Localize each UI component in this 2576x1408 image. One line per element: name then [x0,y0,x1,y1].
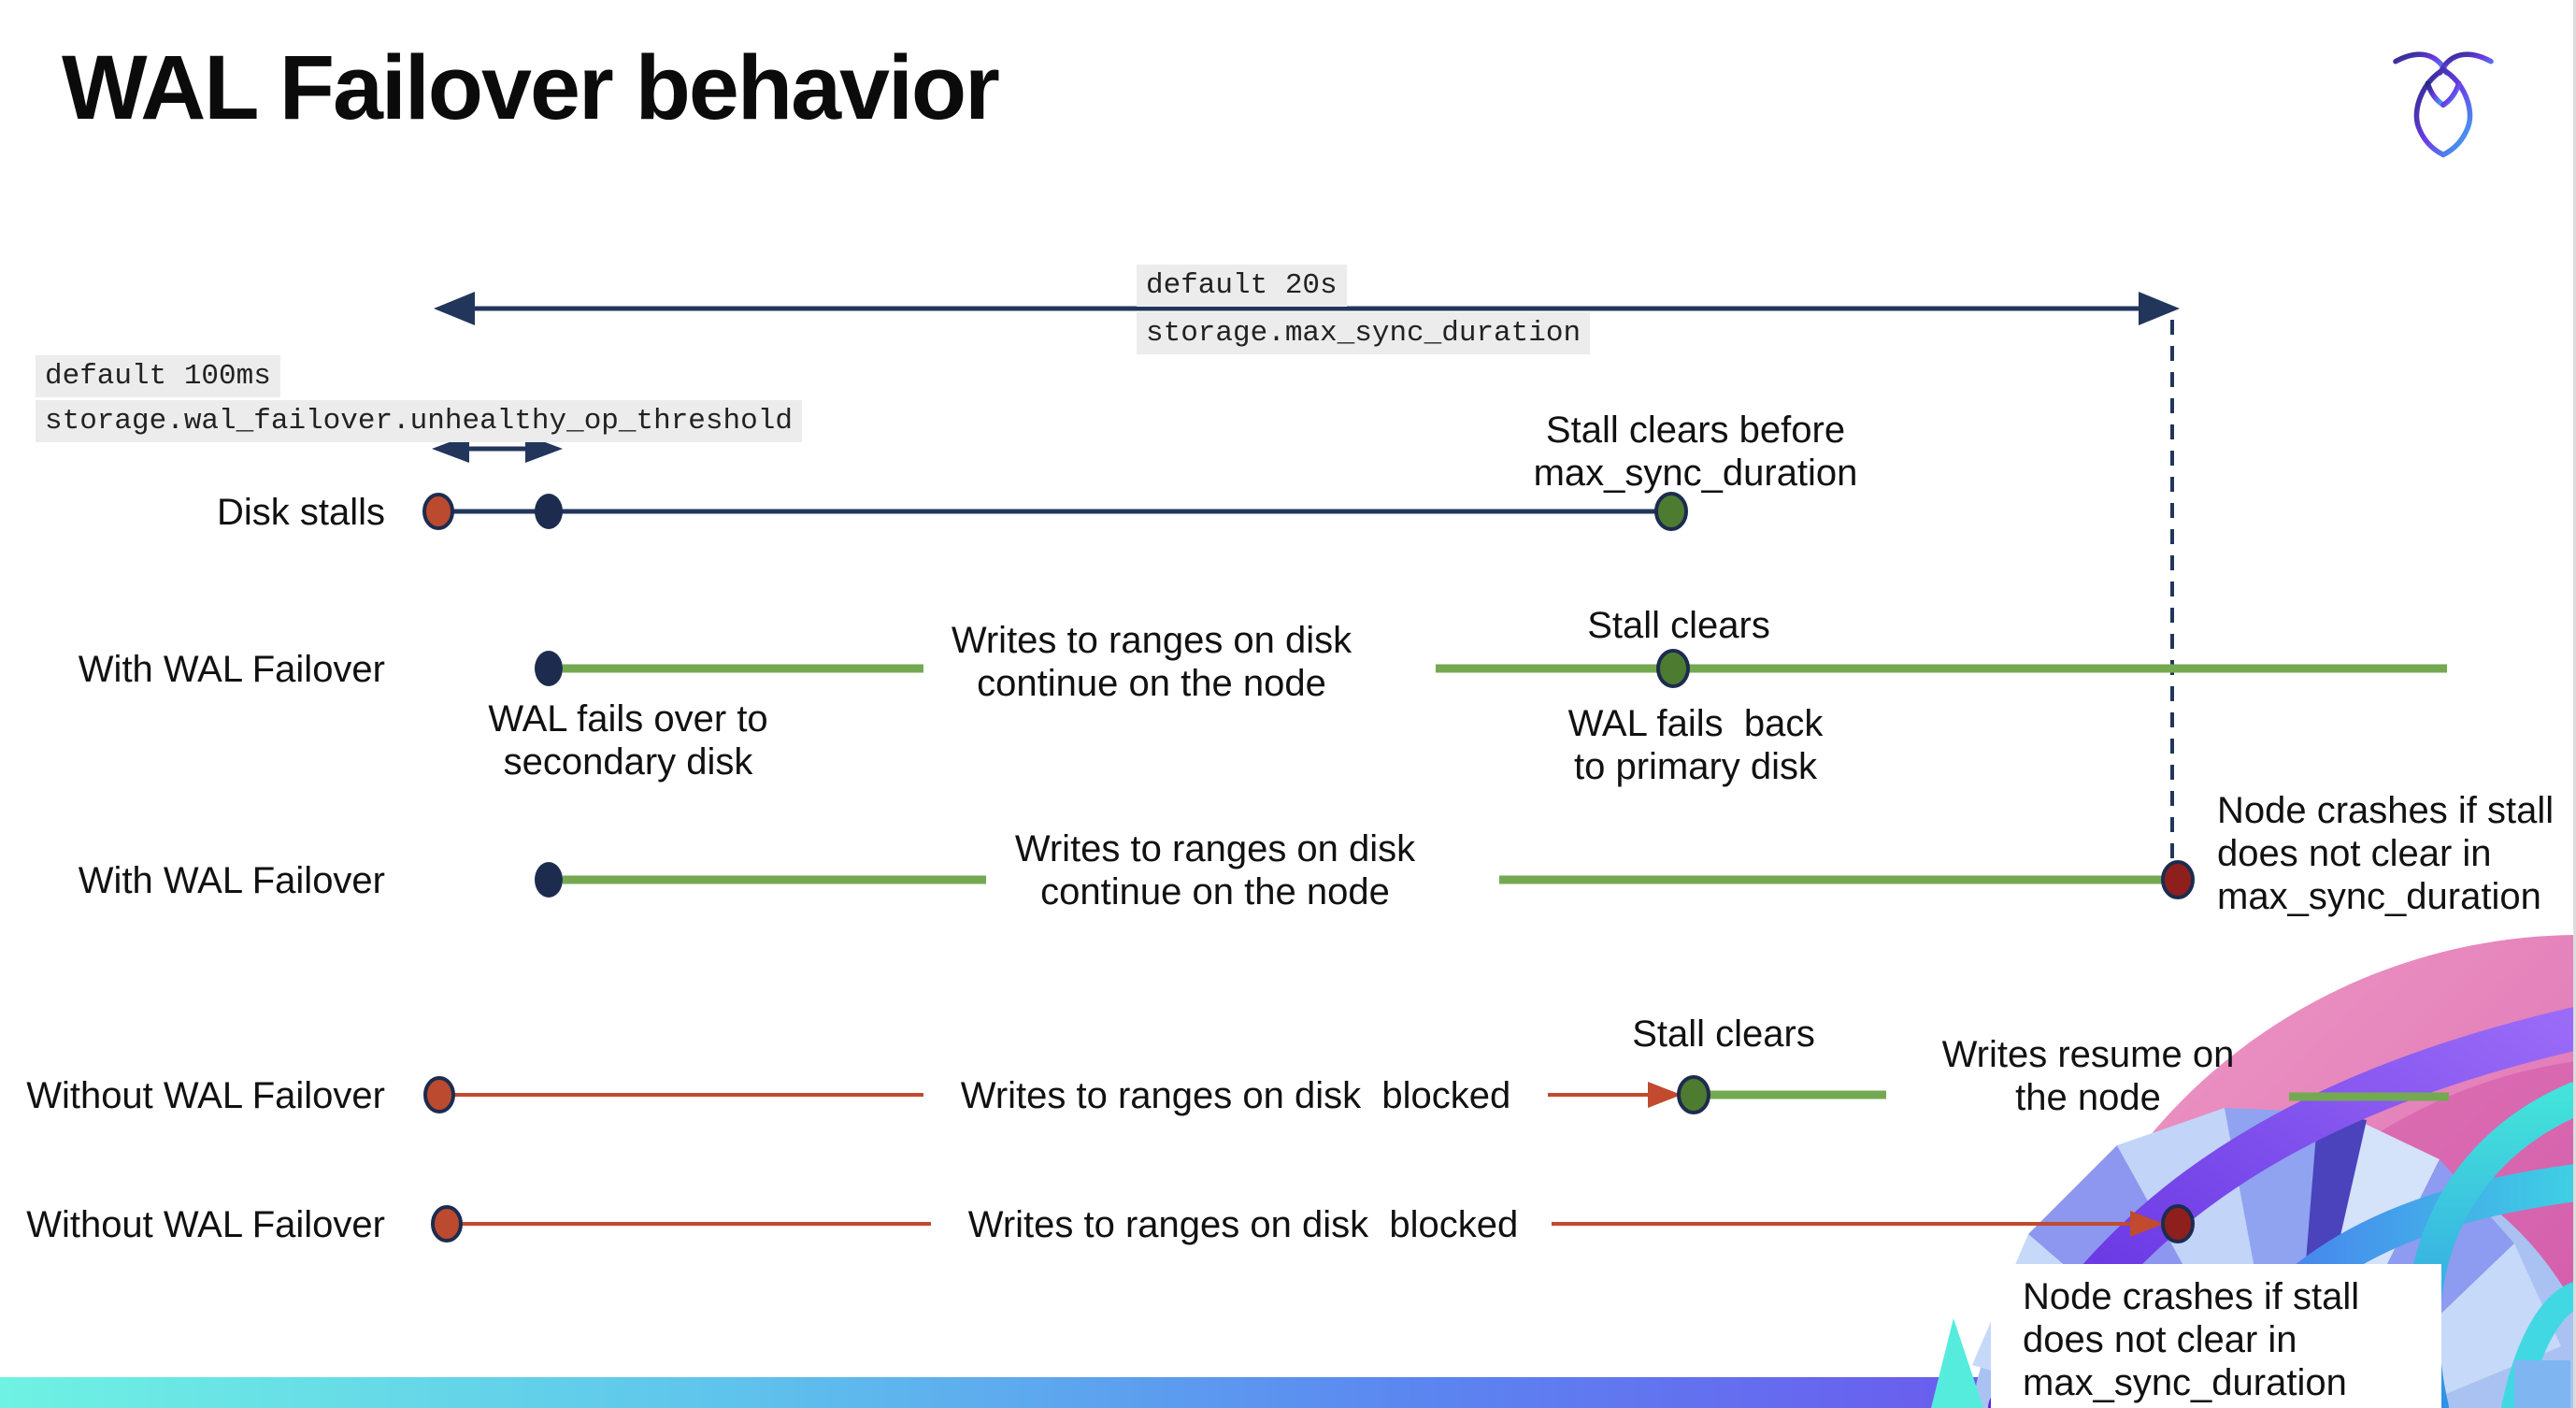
page-title: WAL Failover behavior [62,36,1000,138]
annotation-node-crashes-2: Node crashes if stall does not clear in … [2023,1276,2360,1403]
threshold-default-label: default 100ms [36,355,280,397]
annotation-writes-blocked-1: Writes to ranges on disk blocked [960,1075,1511,1116]
row-label-without-failover-1: Without WAL Failover [26,1075,385,1116]
art-cyan-sliver [1931,1318,1983,1408]
row-label-with-failover-1: With WAL Failover [78,649,385,690]
annotation-node-crashes-1: Node crashes if stall does not clear in … [2217,790,2555,917]
failover-dot-row2 [535,651,563,686]
failover-dot-row3 [535,862,563,898]
max-sync-default-label: default 20s [1137,265,1347,307]
disk-stall-dot-row4 [423,1076,455,1113]
annotation-writes-resume: Writes resume on the node [1941,1034,2235,1118]
stall-clears-dot-row4 [1677,1075,1710,1114]
disk-stall-dot-row5 [431,1205,463,1243]
annotation-writes-continue-2: Writes to ranges on disk continue on the… [1014,828,1416,912]
annotation-stall-clears-1: Stall clears [1587,605,1770,646]
node-crash-label-box: Node crashes if stall does not clear in … [1991,1264,2441,1408]
stall-clears-dot-row1 [1654,492,1688,531]
annotation-wal-fails-back: WAL fails back to primary disk [1567,703,1824,787]
arrow-head-left [434,292,475,325]
row-label-disk-stalls: Disk stalls [216,492,385,533]
annotation-stall-clears-before: Stall clears before max_sync_duration [1533,409,1858,494]
threshold-setting-label: storage.wal_failover.unhealthy_op_thresh… [36,400,802,442]
row-label-without-failover-2: Without WAL Failover [26,1204,385,1245]
arrow-head-right [2139,292,2180,325]
logo-strokes [2393,51,2494,158]
art-blue-chip [2514,1360,2570,1408]
art-petal [2225,1108,2341,1408]
stall-clears-dot-row2 [1656,649,1690,688]
disk-stall-dot [422,493,454,530]
annotation-writes-blocked-2: Writes to ranges on disk blocked [967,1204,1519,1245]
max-sync-setting-label: storage.max_sync_duration [1137,312,1591,354]
annotation-wal-fails-over: WAL fails over to secondary disk [488,698,768,783]
row-label-with-failover-2: With WAL Failover [78,860,385,901]
annotation-stall-clears-2: Stall clears [1632,1013,1815,1055]
failover-trigger-dot-row1 [535,494,563,529]
cockroachdb-logo-icon [2393,51,2494,158]
annotation-writes-continue-1: Writes to ranges on disk continue on the… [951,620,1352,704]
timeline-row4-red-arrowhead [1648,1082,1682,1108]
